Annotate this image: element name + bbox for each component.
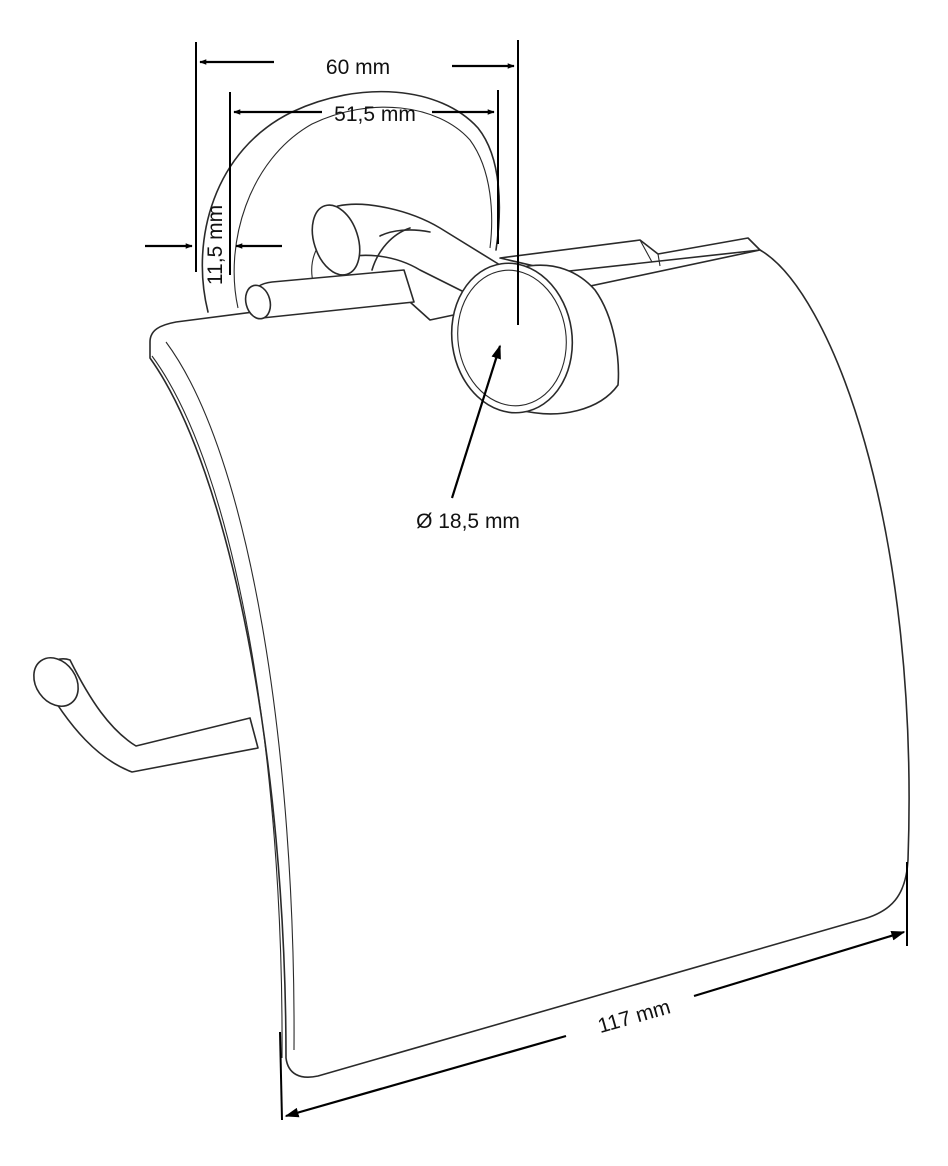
dimension-arrow-left-117 — [284, 1034, 567, 1118]
dimension-rosette-depth: 51,5 mm — [229, 90, 499, 275]
dimension-arm-diameter: Ø 18,5 mm — [416, 344, 520, 533]
dimension-label-51: 51,5 mm — [334, 103, 416, 126]
extension-line-left-117 — [279, 1031, 283, 1121]
roll-peg — [244, 269, 415, 320]
roll-bar — [33, 657, 259, 773]
dimension-overall-depth: 60 mm — [195, 40, 519, 325]
dimension-label-60: 60 mm — [326, 56, 390, 79]
dimension-rosette-thickness: 11,5 mm — [145, 205, 282, 285]
dimension-label-117: 117 mm — [595, 995, 673, 1038]
cover-plate — [149, 249, 910, 1078]
diameter-leader-arrow — [450, 344, 502, 499]
dimension-label-diameter: Ø 18,5 mm — [416, 510, 520, 533]
dimension-label-11: 11,5 mm — [204, 205, 227, 285]
holder-arm — [311, 203, 501, 301]
dimension-arrow-right-117 — [693, 930, 906, 998]
arm-knob — [450, 262, 620, 415]
